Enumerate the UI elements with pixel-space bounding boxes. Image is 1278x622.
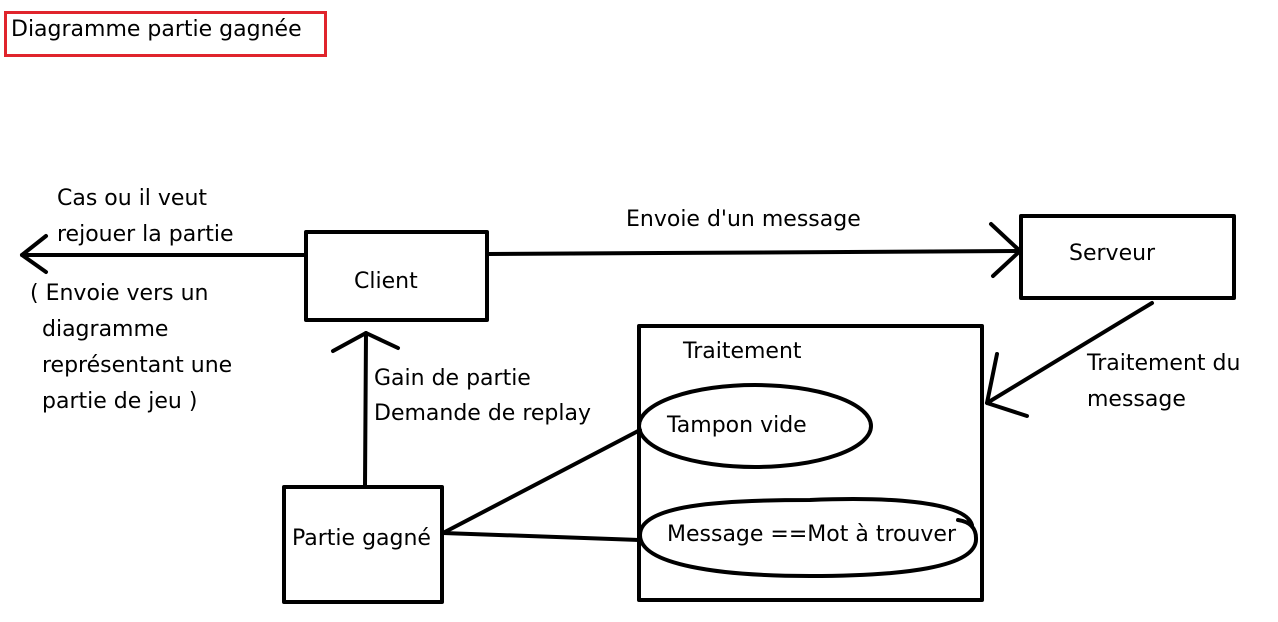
partie-gagne-label: Partie gagné <box>292 526 431 551</box>
envoie-message-label: Envoie d'un message <box>626 207 861 232</box>
client-box <box>304 230 489 322</box>
rejouer-label-line2: rejouer la partie <box>57 222 234 247</box>
arrow-serveur-traitement <box>985 301 1154 405</box>
arrow-partie-client <box>363 331 368 488</box>
demande-replay-label: Demande de replay <box>374 401 591 426</box>
gain-partie-label: Gain de partie <box>374 366 531 391</box>
client-label: Client <box>354 269 418 294</box>
envoie-diagramme-line2: diagramme <box>42 317 169 342</box>
diagram-title: Diagramme partie gagnée <box>11 17 302 42</box>
traitement-du-message-line2: message <box>1087 387 1186 412</box>
envoie-diagramme-line3: représentant une <box>42 353 233 378</box>
serveur-box <box>1019 214 1236 300</box>
envoie-diagramme-line1: ( Envoie vers un <box>30 281 209 306</box>
arrow-head-left <box>20 234 48 274</box>
rejouer-label-line1: Cas ou il veut <box>57 186 208 211</box>
link-message <box>441 531 642 542</box>
arrow-head-serveur <box>989 222 1022 278</box>
partie-gagne-box <box>282 485 444 604</box>
envoie-diagramme-line4: partie de jeu ) <box>42 389 198 414</box>
message-ellipse <box>638 497 979 578</box>
serveur-label: Serveur <box>1069 241 1156 266</box>
title-box <box>4 11 327 57</box>
tampon-vide-label: Tampon vide <box>667 413 807 438</box>
traitement-du-message-line1: Traitement du <box>1087 351 1241 376</box>
traitement-label: Traitement <box>683 339 802 364</box>
arrow-client-serveur <box>486 249 1022 256</box>
link-tampon <box>441 428 642 535</box>
traitement-box <box>637 324 984 602</box>
message-label: Message ==Mot à trouver <box>667 522 957 547</box>
arrow-head-traitement <box>985 352 1029 418</box>
arrow-head-client <box>331 331 400 353</box>
tampon-vide-ellipse <box>637 383 873 469</box>
